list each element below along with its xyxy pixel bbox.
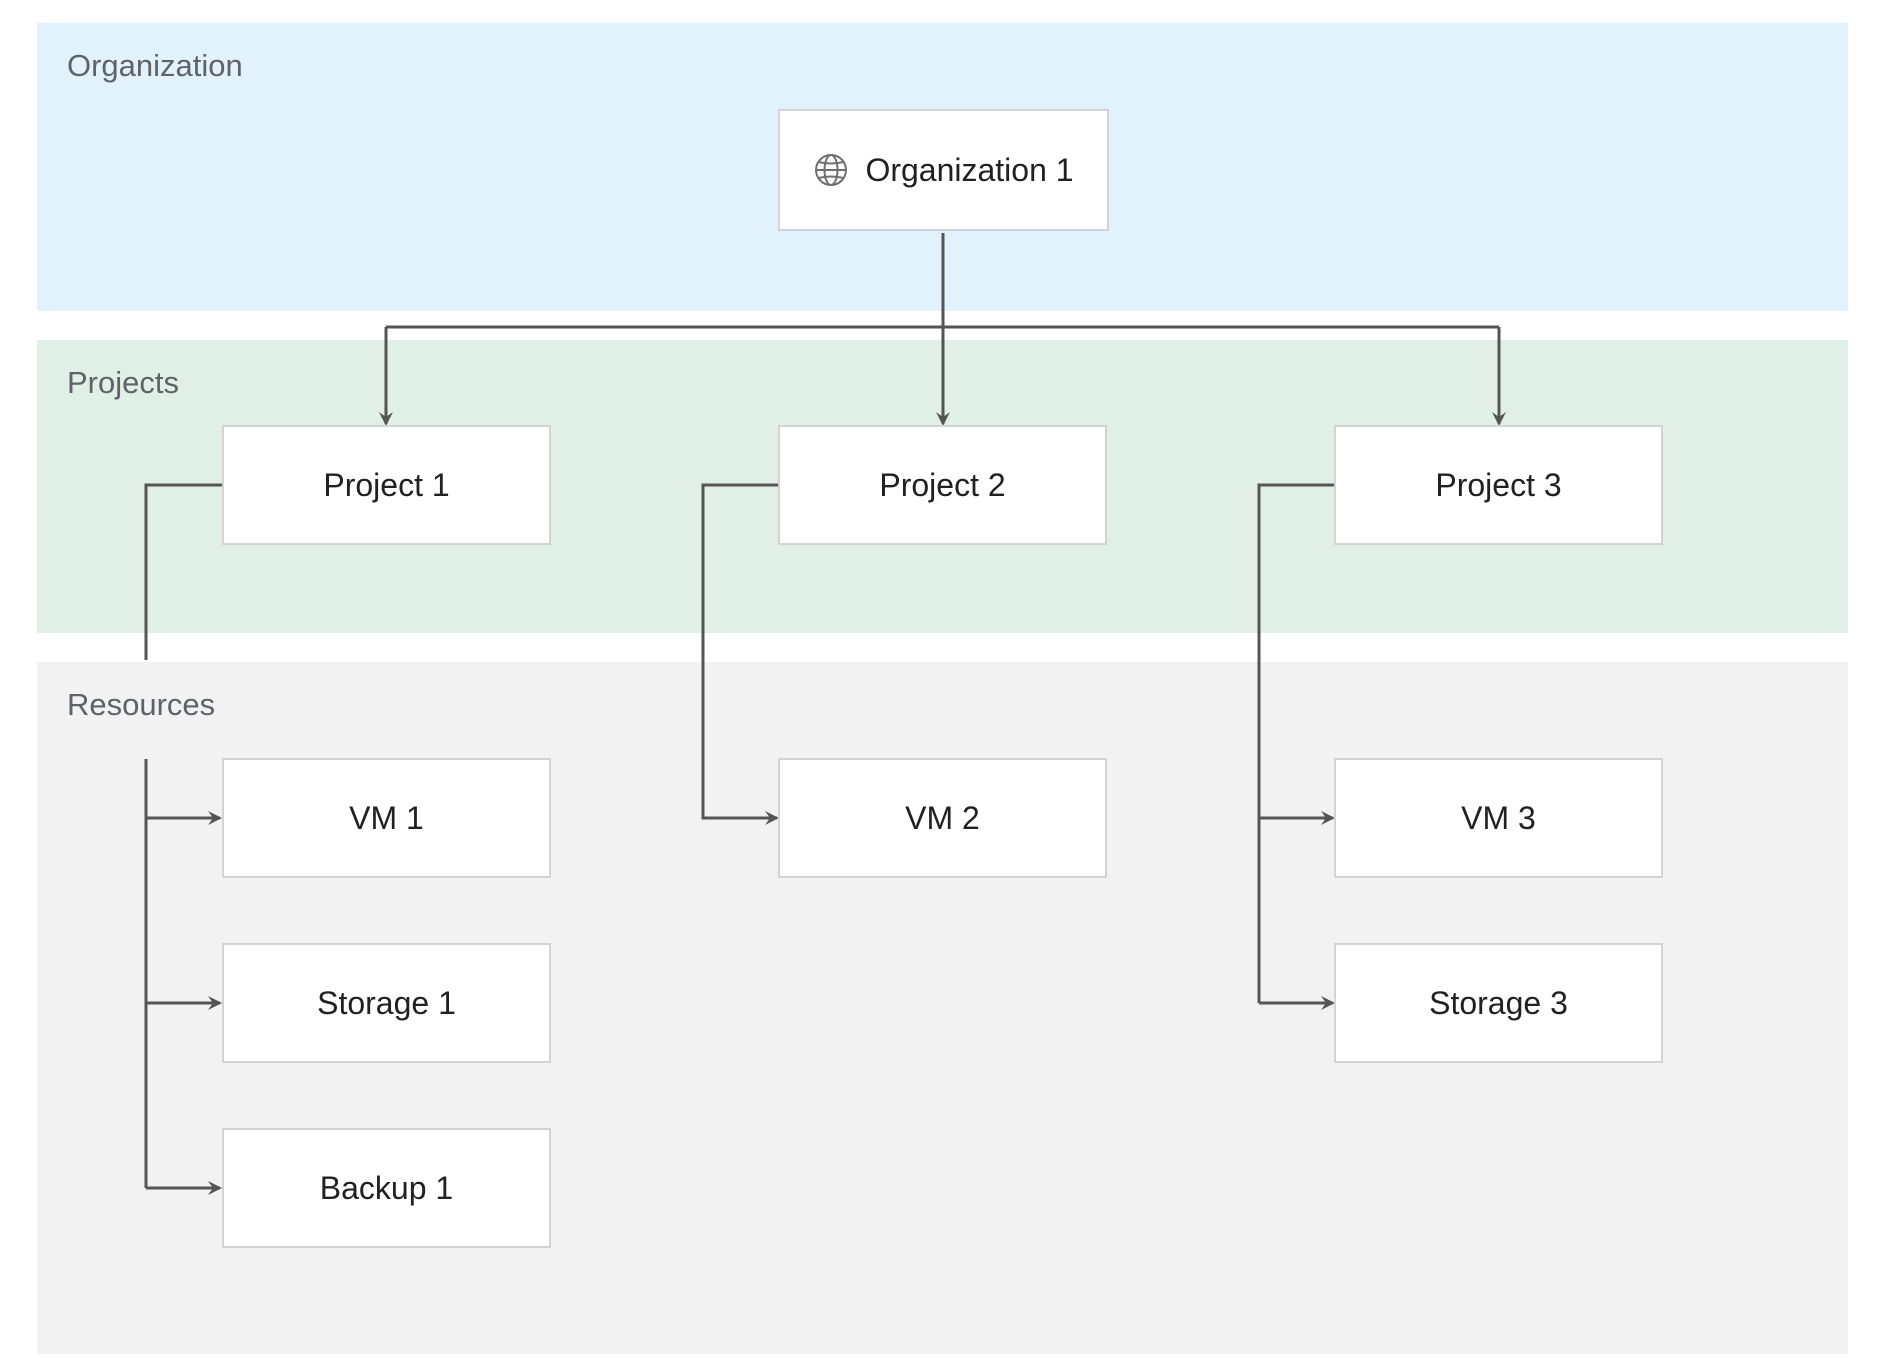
projects-band-label: Projects xyxy=(67,365,179,400)
globe-icon xyxy=(813,152,849,188)
backup-1-node[interactable]: Backup 1 xyxy=(222,1128,551,1248)
vm-2-node[interactable]: VM 2 xyxy=(778,758,1107,878)
storage-3-label: Storage 3 xyxy=(1429,984,1568,1021)
organization-1-label: Organization 1 xyxy=(865,151,1074,188)
backup-1-label: Backup 1 xyxy=(319,1169,454,1206)
project-1-label: Project 1 xyxy=(323,466,450,503)
project-3-node[interactable]: Project 3 xyxy=(1334,425,1663,545)
storage-1-node[interactable]: Storage 1 xyxy=(222,943,551,1063)
project-1-node[interactable]: Project 1 xyxy=(222,425,551,545)
project-2-node[interactable]: Project 2 xyxy=(778,425,1107,545)
vm-1-node[interactable]: VM 1 xyxy=(222,758,551,878)
storage-1-label: Storage 1 xyxy=(317,984,456,1021)
vm-2-label: VM 2 xyxy=(905,799,980,836)
vm-3-node[interactable]: VM 3 xyxy=(1334,758,1663,878)
storage-3-node[interactable]: Storage 3 xyxy=(1334,943,1663,1063)
resources-band-label: Resources xyxy=(67,687,216,722)
project-3-label: Project 3 xyxy=(1435,466,1562,503)
organization-band-label: Organization xyxy=(67,48,243,83)
vm-3-label: VM 3 xyxy=(1461,799,1536,836)
vm-1-label: VM 1 xyxy=(349,799,424,836)
organization-1-node[interactable]: Organization 1 xyxy=(778,109,1109,231)
project-2-label: Project 2 xyxy=(879,466,1006,503)
